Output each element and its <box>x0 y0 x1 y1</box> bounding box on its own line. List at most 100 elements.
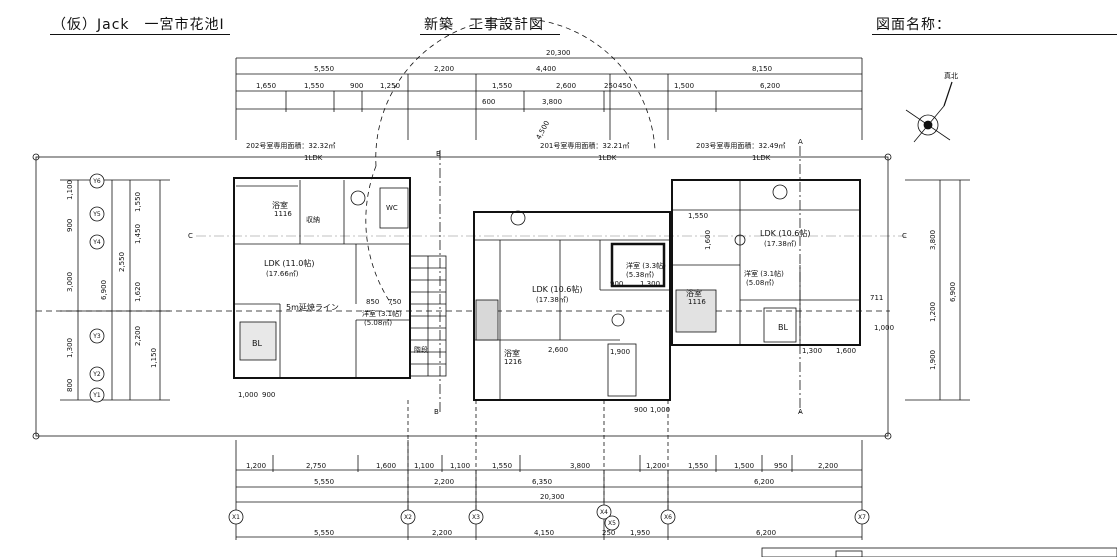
ldk-left-label: LDK (11.0帖) <box>264 258 314 268</box>
yoshitsu-left-label: 洋室 (3.1帖) <box>362 309 402 318</box>
yoshitsu-left-area: (5.08㎡) <box>364 319 392 327</box>
ldk-right-area: (17.38㎡) <box>764 240 797 248</box>
dim-left-4: 1,300 <box>66 338 74 358</box>
drawing-title: 新築 工事設計図 <box>424 17 544 33</box>
dim-850: 850 <box>366 298 379 306</box>
grid-x2: X2 <box>404 514 412 521</box>
dim-top-r3-7: 250 <box>604 82 617 90</box>
dim-left-9: 6,900 <box>100 280 108 300</box>
sign-1ldk-mid: 1LDK <box>598 154 617 162</box>
sheet-name-label: 図面名称： <box>876 17 951 33</box>
title-bar: （仮）Jack 一宮市花池Ⅰ 新築 工事設計図 図面名称： <box>0 0 1117 40</box>
dim-right-1: 3,800 <box>929 230 937 250</box>
stairs-label: 階段 <box>414 345 428 354</box>
ldk-left-area: (17.66㎡) <box>266 270 299 278</box>
dim-2600: 2,600 <box>548 346 568 354</box>
north-arrow <box>905 81 953 143</box>
dim-left-11: 2,200 <box>134 326 142 346</box>
dim-right-4: 1,900 <box>929 350 937 370</box>
ldk-mid-area: (17.38㎡) <box>536 296 569 304</box>
grid-y5: Y5 <box>92 211 101 218</box>
yoshitsu-right-area: (5.08㎡) <box>746 279 774 287</box>
dim-bot-2: 2,750 <box>306 462 326 470</box>
grid-x4: X4 <box>600 509 608 516</box>
clearance-arc <box>375 17 656 167</box>
grid-x7: X7 <box>858 514 866 521</box>
dim-overall-top: 20,300 <box>546 49 571 57</box>
dim-left-2: 900 <box>66 219 74 232</box>
dim-left-6: 1,550 <box>134 192 142 212</box>
dim-bot-r4-5: 1,950 <box>630 529 650 537</box>
section-c-right: C <box>902 232 907 240</box>
bath-right-size: 1116 <box>688 298 706 306</box>
bath-right-label: 浴室 <box>686 288 702 298</box>
project-name: （仮）Jack 一宮市花池Ⅰ <box>52 17 225 33</box>
section-a-bottom: A <box>798 408 803 416</box>
area-202-label: 202号室専用面積：32.32㎡ <box>246 141 335 150</box>
dim-right-3: 1,200 <box>929 302 937 322</box>
grid-y3: Y3 <box>92 333 101 340</box>
project-underline <box>50 34 230 35</box>
dim-bot-6: 1,550 <box>492 462 512 470</box>
dim-bot-overall: 20,300 <box>540 493 565 501</box>
yoshitsu-mid-area: (5.38㎡) <box>626 271 654 279</box>
dim-bot-r2-4: 6,200 <box>754 478 774 486</box>
dim-900-mid2: 900 <box>610 280 623 288</box>
dim-top-r3-9: 1,500 <box>674 82 694 90</box>
dim-top-r3-4: 1,250 <box>380 82 400 90</box>
dim-bot-11: 950 <box>774 462 787 470</box>
dim-1300-mid: 1,300 <box>640 280 660 288</box>
unit-203-walls <box>671 179 861 346</box>
yoshitsu-mid-label: 洋室 (3.3帖) <box>626 261 666 270</box>
dim-left-5: 800 <box>66 379 74 392</box>
dim-left-8: 2,550 <box>118 252 126 272</box>
dim-750: 750 <box>388 298 401 306</box>
grid-y1: Y1 <box>92 392 101 399</box>
dim-left-3: 3,000 <box>66 272 74 292</box>
sheet-underline <box>872 34 1117 35</box>
dim-1300-right: 1,300 <box>802 347 822 355</box>
grid-x1: X1 <box>232 514 240 521</box>
dim-711: 711 <box>870 294 883 302</box>
dim-1600-vert: 1,600 <box>704 230 712 250</box>
dim-900-mid: 900 <box>634 406 647 414</box>
bath-mid-label: 浴室 <box>504 348 520 358</box>
dim-1000-mid: 1,000 <box>650 406 670 414</box>
title-block-corner <box>761 547 1117 557</box>
section-b-bottom: B <box>434 408 439 416</box>
grid-y6: Y6 <box>92 178 101 185</box>
storage-label: 収納 <box>306 215 320 224</box>
sign-1ldk-left: 1LDK <box>304 154 323 162</box>
dim-bot-4: 1,100 <box>414 462 434 470</box>
setback-label: 5m延焼ライン <box>286 302 339 312</box>
dim-1000-left: 1,000 <box>238 391 258 399</box>
dim-1550-right: 1,550 <box>688 212 708 220</box>
area-203-label: 203号室専用面積：32.49㎡ <box>696 141 785 150</box>
dim-bot-10: 1,500 <box>734 462 754 470</box>
bath-mid-size: 1216 <box>504 358 522 366</box>
balcony-left-label: BL <box>252 339 262 348</box>
section-a-top: A <box>798 138 803 146</box>
dim-top-r3b-1: 600 <box>482 98 495 106</box>
section-b-top: B <box>436 150 441 158</box>
dim-bot-r4-6: 6,200 <box>756 529 776 537</box>
title-underline <box>420 34 560 35</box>
dim-top-3: 4,400 <box>536 65 556 73</box>
site-boundary <box>35 156 889 437</box>
dim-left-12: 1,150 <box>150 348 158 368</box>
wc-left-label: WC <box>386 204 398 212</box>
dim-bot-8: 1,200 <box>646 462 666 470</box>
dim-bot-5: 1,100 <box>450 462 470 470</box>
yoshitsu-right-label: 洋室 (3.1帖) <box>744 269 784 278</box>
grid-x6: X6 <box>664 514 672 521</box>
grid-x3: X3 <box>472 514 480 521</box>
grid-y2: Y2 <box>92 371 101 378</box>
dim-bot-r4-3: 4,150 <box>534 529 554 537</box>
north-label: 真北 <box>944 71 958 80</box>
dim-top-r3-8: 450 <box>618 82 631 90</box>
dim-top-r3-3: 900 <box>350 82 363 90</box>
dim-top-2: 2,200 <box>434 65 454 73</box>
balcony-right-label: BL <box>778 323 788 332</box>
dim-bot-1: 1,200 <box>246 462 266 470</box>
